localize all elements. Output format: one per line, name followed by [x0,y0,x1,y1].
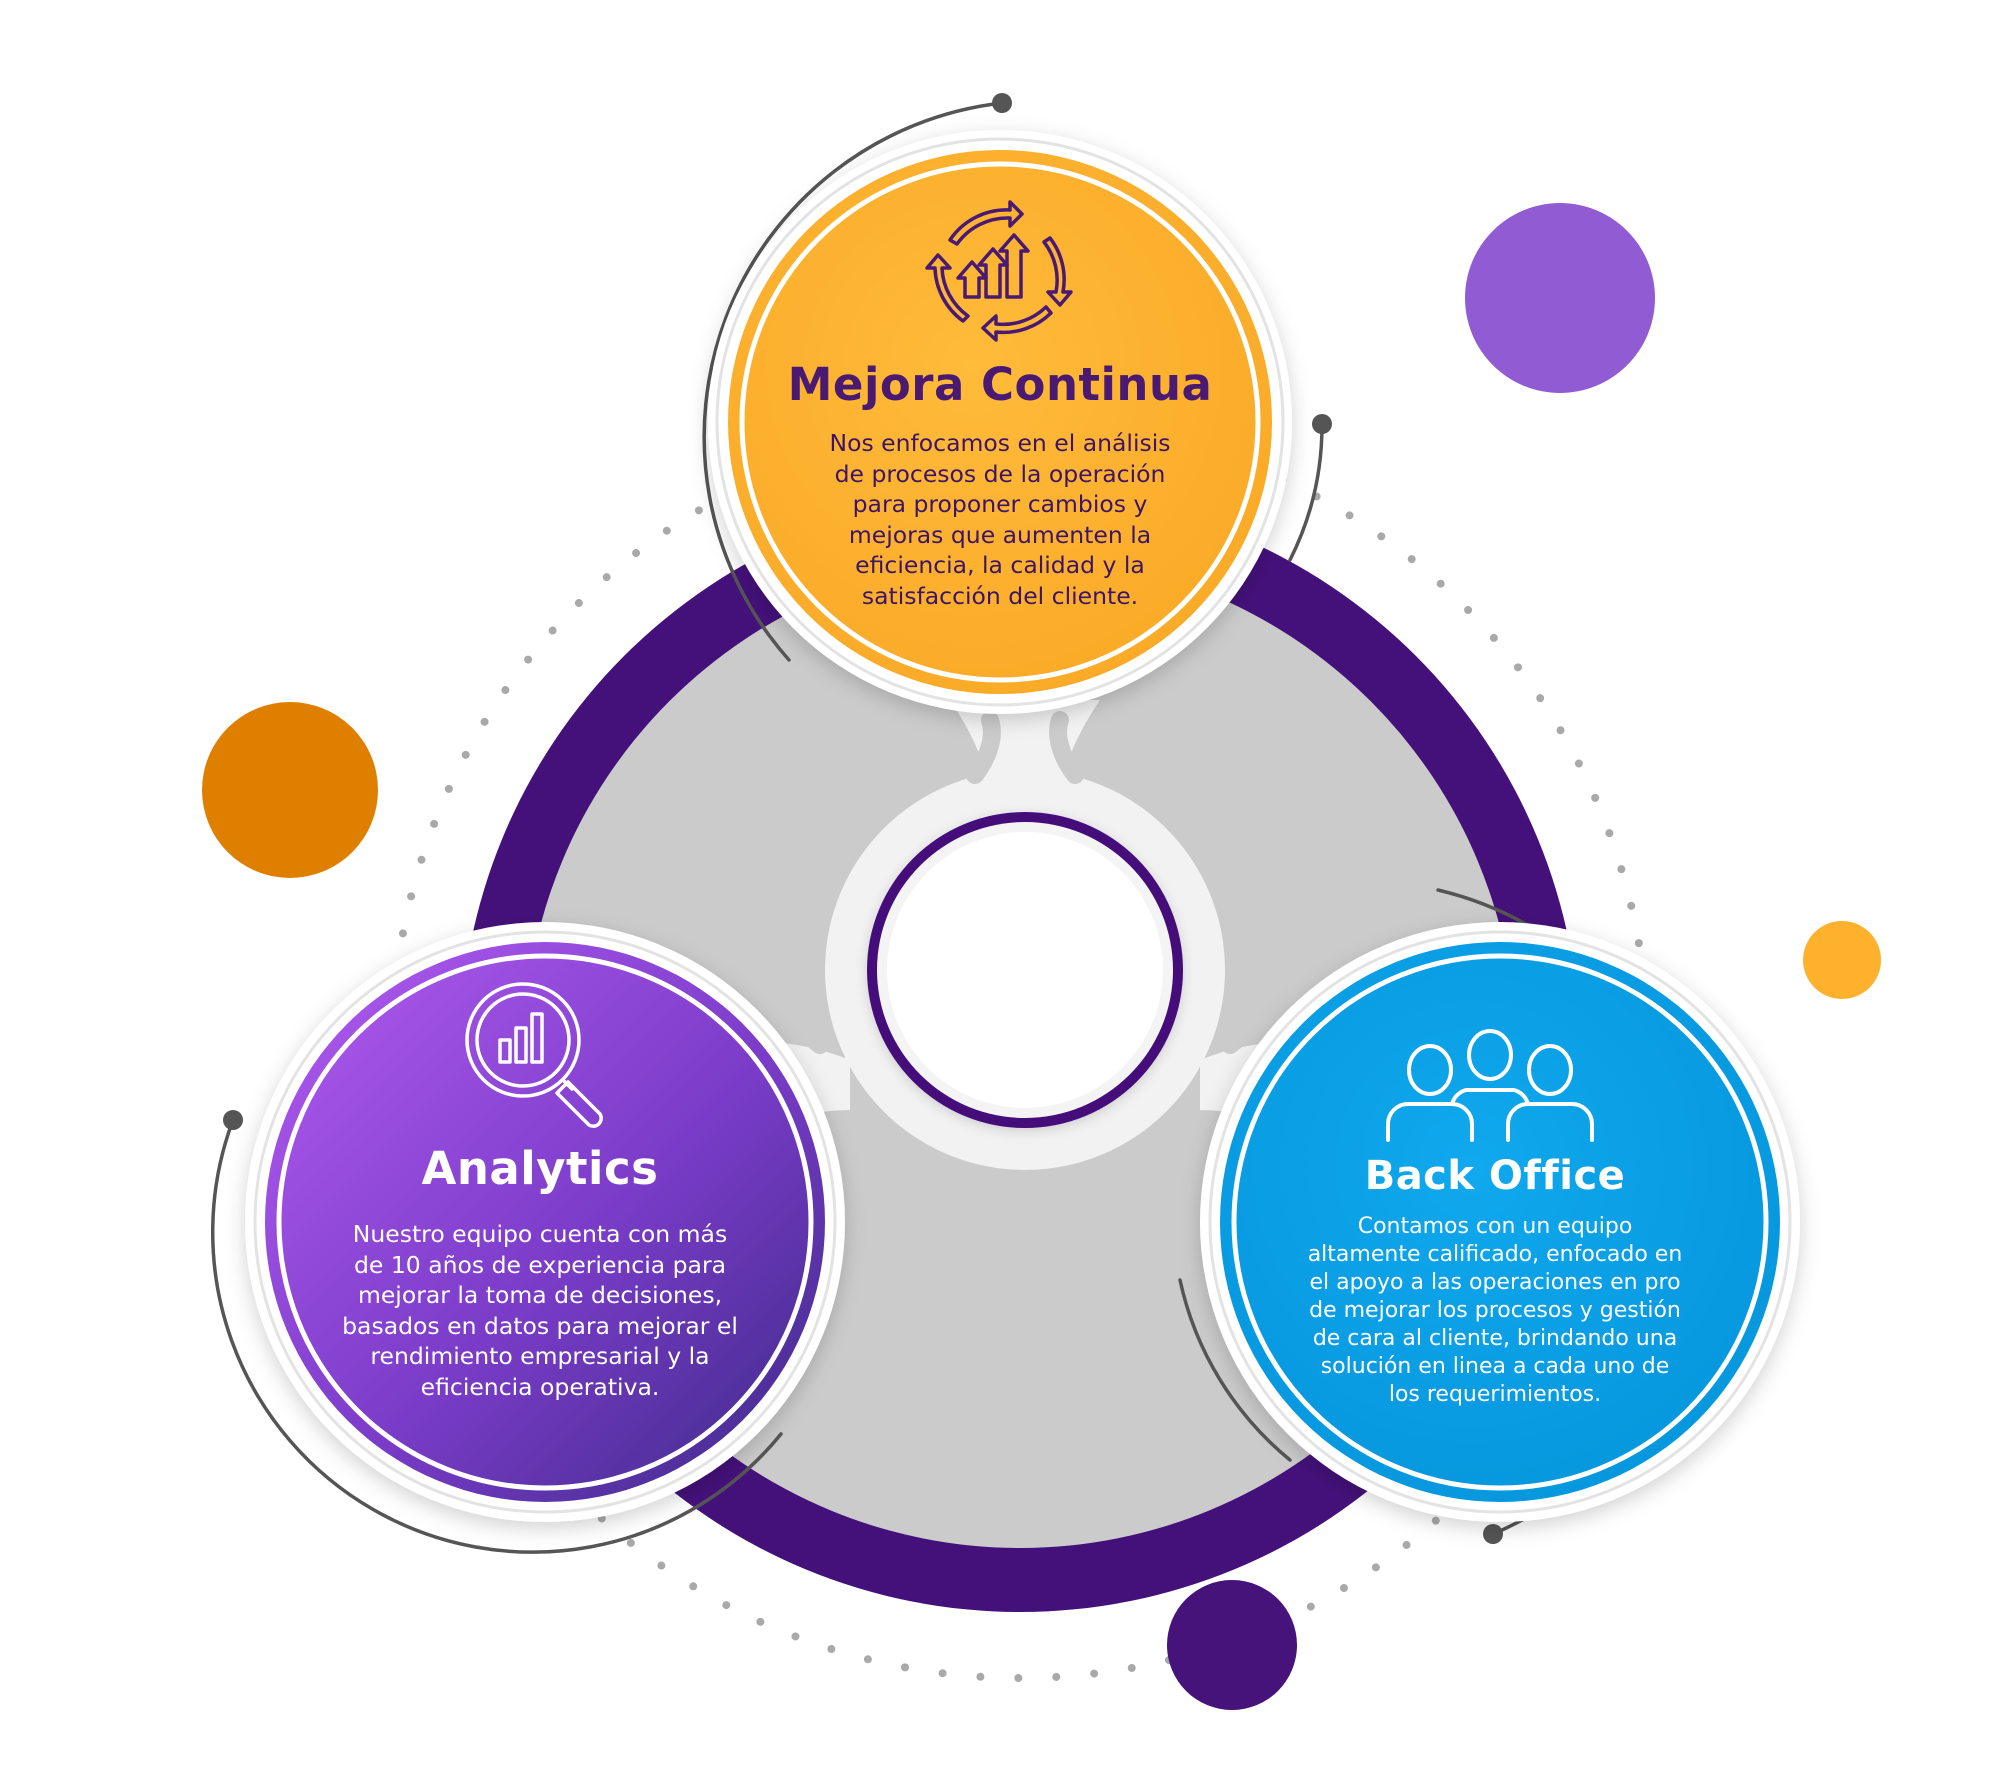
node-back-office [1200,922,1800,1522]
node-analytics-title: Analytics [421,1142,659,1195]
node-backoffice-description: Contamos con un equipo altamente calific… [1307,1214,1683,1407]
orbit-arc-dots [223,93,1503,1544]
node-mejora-description: Nos enfocamos en el análisis de procesos… [829,429,1171,610]
node-analytics-description: Nuestro equipo cuenta con más de 10 años… [342,1220,738,1401]
decor-purple-circle [1465,203,1655,393]
team-people-icon [1386,1029,1594,1142]
magnifier-bar-chart-icon [465,982,603,1128]
decor-orange-circle [202,702,378,878]
node-backoffice-title: Back Office [1364,1153,1626,1199]
decor-dark-purple-circle [1167,1580,1297,1710]
node-mejora-title: Mejora Continua [787,358,1213,411]
node-mejora-continua [708,130,1292,714]
hub-grooves [771,711,1279,1054]
continuous-improvement-cycle-icon [925,200,1073,342]
node-analytics [245,922,845,1522]
decor-small-yellow-circle [1803,921,1881,999]
center-hub [887,832,1163,1108]
